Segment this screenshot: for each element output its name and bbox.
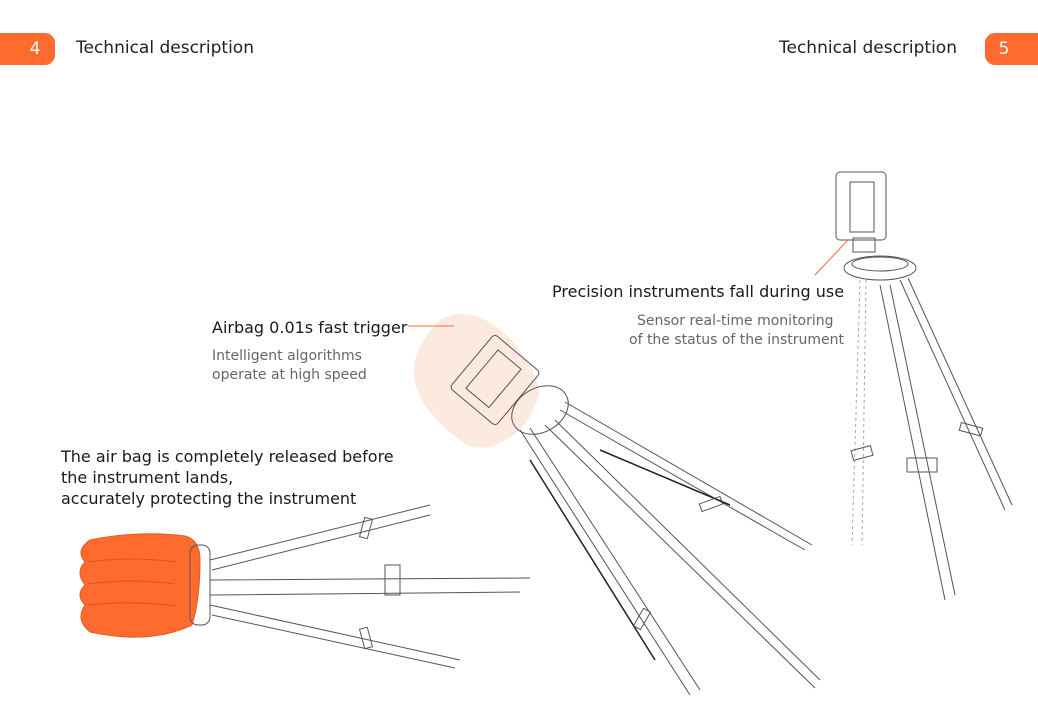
- trigger-callout-title: Airbag 0.01s fast trigger: [212, 318, 408, 337]
- standing-instrument-illustration: [814, 171, 1013, 601]
- released-callout-line-3: accurately protecting the instrument: [61, 489, 357, 508]
- fall-callout-line-1: Sensor real-time monitoring: [637, 313, 834, 329]
- falling-instrument-illustration: [408, 313, 821, 696]
- landed-instrument-illustration: [79, 504, 531, 669]
- fall-callout-line-2: of the status of the instrument: [629, 332, 844, 348]
- released-callout-line-2: the instrument lands,: [61, 468, 234, 487]
- section-title-right: Technical description: [779, 38, 957, 58]
- page-number-badge-left: 4: [0, 33, 55, 65]
- trigger-callout-line-1: Intelligent algorithms: [212, 348, 362, 364]
- page-number: 5: [998, 39, 1010, 59]
- released-callout-line-1: The air bag is completely released befor…: [61, 447, 394, 466]
- trigger-callout-line-2: operate at high speed: [212, 367, 367, 383]
- fall-callout-title: Precision instruments fall during use: [552, 282, 845, 301]
- section-title-left: Technical description: [76, 38, 254, 58]
- page-number: 4: [29, 39, 41, 59]
- page-number-badge-right: 5: [985, 33, 1038, 65]
